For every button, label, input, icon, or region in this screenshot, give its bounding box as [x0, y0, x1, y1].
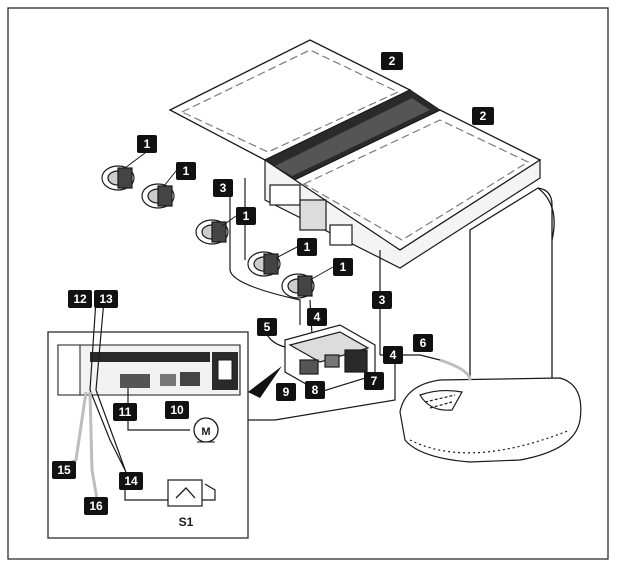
- cooktop-body: [264, 158, 541, 269]
- callout-label: 2: [389, 54, 396, 68]
- callout-badge: 5: [257, 318, 277, 336]
- callout-label: 13: [99, 292, 113, 306]
- callout-badge: 13: [94, 290, 118, 308]
- knob: [281, 273, 315, 299]
- callout-badge: 1: [297, 238, 317, 256]
- knob: [247, 251, 281, 277]
- callout-label: 14: [124, 474, 138, 488]
- callout-label: 6: [420, 336, 427, 350]
- motor-symbol: M: [193, 417, 219, 443]
- callout-badge: 9: [276, 383, 296, 401]
- switch-symbol: [167, 479, 203, 507]
- callout-label: 4: [390, 348, 397, 362]
- callout-badge: 1: [333, 258, 353, 276]
- callout-label: 1: [340, 260, 347, 274]
- callout-badge: 1: [236, 207, 256, 225]
- callout-label: 3: [379, 293, 386, 307]
- control-module: [284, 324, 376, 393]
- callout-label: 11: [119, 405, 132, 419]
- callout-label: 1: [304, 240, 311, 254]
- callout-badge: 8: [305, 381, 325, 399]
- motor-symbol-label: M: [201, 426, 210, 438]
- callout-badge: 4: [383, 346, 403, 364]
- callout-badge: 11: [113, 403, 137, 421]
- callout-badge: 1: [137, 135, 157, 153]
- callout-label: 16: [89, 499, 103, 513]
- callout-badge: 6: [413, 334, 433, 352]
- inset-wiring-detail: M S1: [47, 299, 249, 539]
- knob: [195, 219, 229, 245]
- callout-label: 8: [312, 383, 319, 397]
- callout-label: 9: [283, 385, 290, 399]
- callout-label: 3: [220, 181, 227, 195]
- callout-badge: 3: [213, 179, 233, 197]
- switch-symbol-label: S1: [179, 515, 194, 529]
- callout-badge: 15: [52, 461, 76, 479]
- leader-lines: [124, 143, 334, 281]
- callout-label: 1: [183, 164, 190, 178]
- callout-badges: 2 2 1 1 1 1 1 3: [52, 52, 494, 515]
- callout-label: 1: [243, 209, 250, 223]
- callout-badge: 14: [119, 472, 143, 490]
- callout-label: 15: [57, 463, 71, 477]
- callout-badge: 2: [381, 52, 403, 70]
- callout-label: 7: [371, 374, 378, 388]
- callout-badge: 2: [472, 107, 494, 125]
- callout-label: 10: [170, 403, 184, 417]
- callout-label: 4: [314, 310, 321, 324]
- wiring-harness: [229, 178, 472, 421]
- callout-badge: 7: [364, 372, 384, 390]
- callout-badge: 16: [84, 497, 108, 515]
- callout-label: 12: [73, 292, 87, 306]
- callout-badge: 12: [68, 290, 92, 308]
- knob: [141, 183, 175, 209]
- blower-housing: [399, 377, 582, 463]
- callout-badge: 1: [176, 162, 196, 180]
- callout-label: 5: [264, 320, 271, 334]
- callout-label: 1: [144, 137, 151, 151]
- callout-badge: 4: [307, 308, 327, 326]
- callout-label: 2: [480, 109, 487, 123]
- zoom-pointer: [248, 366, 282, 398]
- callout-badge: 10: [165, 401, 189, 419]
- knob: [101, 165, 135, 191]
- diagram-border: [7, 7, 609, 560]
- callout-badge: 3: [372, 291, 392, 309]
